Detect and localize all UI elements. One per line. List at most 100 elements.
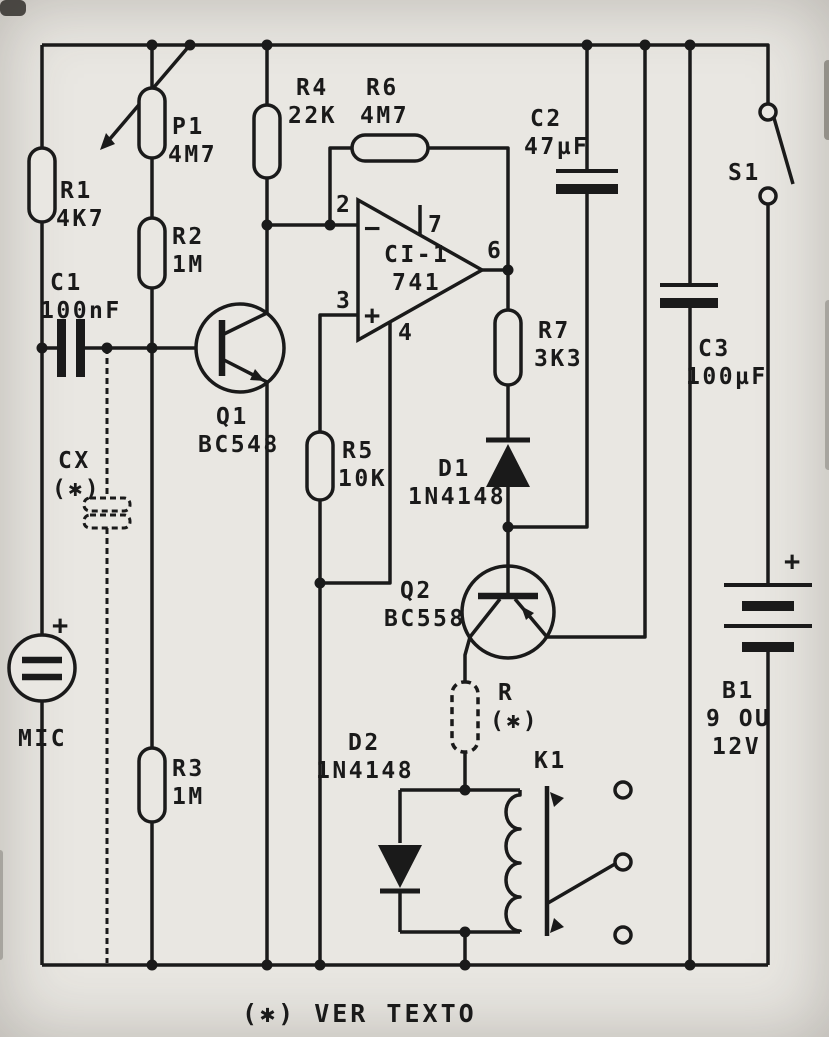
- pot-wiper-arrowhead: [100, 133, 115, 150]
- opamp-value: 741: [392, 270, 441, 296]
- r3-value: 1M: [172, 784, 205, 810]
- b1-voltage-line1: 9 OU: [706, 706, 771, 732]
- emitter-arrowhead: [521, 606, 534, 620]
- r7-ref: R7: [538, 318, 571, 344]
- junction-dot: [261, 39, 273, 51]
- c2-ref: C2: [530, 106, 563, 132]
- opamp-pin7: 7: [428, 212, 444, 238]
- junction-dot: [324, 219, 336, 231]
- wire-r4-collector: [223, 45, 269, 336]
- switch-lever: [772, 117, 795, 185]
- resistor-r5: R5 10K: [305, 430, 385, 502]
- capacitor-plate: [57, 319, 66, 377]
- rast-value: (✱): [490, 708, 539, 734]
- relay-armature: [547, 862, 616, 905]
- opamp-plus-sign: +: [364, 300, 380, 331]
- resistor-body: [305, 430, 335, 502]
- opamp-ci1: CI-1 741 2 3 6 7 4 − +: [336, 192, 501, 346]
- relay-arrow-bottom: [550, 918, 564, 933]
- pot-body: [137, 86, 167, 160]
- resistor-body: [493, 308, 523, 387]
- relay-contact-terminal: [613, 780, 633, 800]
- c1-ref: C1: [50, 270, 83, 296]
- switch-terminal: [758, 102, 778, 122]
- c2-value: 47µF: [524, 134, 589, 160]
- c1-value: 100nF: [40, 298, 122, 324]
- wire-pin4: [320, 322, 392, 585]
- r1-ref: R1: [60, 178, 93, 204]
- junction-dot: [184, 39, 196, 51]
- cx-dashed-plate: [82, 513, 132, 530]
- junction-dot: [459, 926, 471, 938]
- junction-dot: [261, 959, 273, 971]
- opamp-triangle: [356, 197, 486, 343]
- battery-b1: + B1 9 OU 12V: [706, 546, 812, 760]
- transistor-q2: Q2 BC558: [384, 564, 556, 660]
- resistor-dashed-body: [450, 680, 480, 754]
- mic-ref: MIC: [18, 726, 67, 752]
- microphone-mic: + MIC: [7, 610, 77, 752]
- transistor-q1: Q1 BC548: [194, 302, 286, 458]
- resistor-r1: R1 4K7: [27, 146, 105, 232]
- d1-ref: D1: [438, 456, 471, 482]
- footnote: (✱) VER TEXTO: [242, 999, 477, 1028]
- scan-artifact: [0, 0, 26, 16]
- wire-r6-leads: [328, 146, 510, 270]
- resistor-body: [350, 133, 430, 163]
- switch-s1: S1: [728, 102, 795, 206]
- q1-ref: Q1: [216, 404, 249, 430]
- potentiometer-p1: P1 4M7: [100, 86, 217, 168]
- wire-c2: [508, 45, 589, 529]
- b1-voltage-line2: 12V: [712, 734, 761, 760]
- s1-ref: S1: [728, 160, 761, 186]
- resistor-r4: R4 22K: [252, 75, 337, 180]
- resistor-body: [252, 103, 282, 180]
- p1-value: 4M7: [168, 142, 217, 168]
- c3-value: 100µF: [686, 364, 768, 390]
- junction-dot: [502, 521, 514, 533]
- scan-artifact: [824, 60, 829, 140]
- junction-dot: [146, 342, 158, 354]
- q2-ref: Q2: [400, 578, 433, 604]
- switch-terminal: [758, 186, 778, 206]
- junction-dot: [459, 959, 471, 971]
- circuit-wires: [40, 43, 770, 967]
- r6-value: 4M7: [360, 103, 409, 129]
- junction-dots: [36, 39, 696, 971]
- transistor-emitter: [513, 597, 549, 639]
- junction-dot: [459, 784, 471, 796]
- junction-dot: [639, 39, 651, 51]
- transistor-circle: [194, 302, 286, 394]
- opamp-pin4: 4: [398, 320, 414, 346]
- resistor-r2: R2 1M: [137, 216, 202, 290]
- diode-triangle: [378, 845, 422, 888]
- wire-top-rail: [42, 43, 770, 104]
- scan-artifact: [825, 300, 829, 470]
- relay-contact-terminal: [613, 852, 633, 872]
- b1-polarity: +: [784, 546, 800, 577]
- r1-value: 4K7: [56, 206, 105, 232]
- relay-arrow-top: [550, 792, 564, 807]
- c3-ref: C3: [698, 336, 731, 362]
- r5-ref: R5: [342, 438, 375, 464]
- p1-ref: P1: [172, 114, 205, 140]
- r6-ref: R6: [366, 75, 399, 101]
- relay-contact-terminal: [613, 925, 633, 945]
- junction-dot: [36, 342, 48, 354]
- transistor-collector: [468, 597, 502, 639]
- d1-value: 1N4148: [408, 484, 506, 510]
- resistor-r3: R3 1M: [137, 746, 205, 824]
- d2-ref: D2: [348, 730, 381, 756]
- diode-d1: D1 1N4148: [408, 437, 530, 510]
- relay-k1: K1: [504, 748, 633, 945]
- capacitor-cx: CX (✱): [52, 348, 132, 963]
- junction-dot: [314, 959, 326, 971]
- d2-value: 1N4148: [316, 758, 414, 784]
- cx-ref: CX: [58, 448, 91, 474]
- b1-ref: B1: [722, 678, 755, 704]
- r3-ref: R3: [172, 756, 205, 782]
- r4-value: 22K: [288, 103, 337, 129]
- r7-value: 3K3: [534, 346, 583, 372]
- mic-circle: [7, 633, 77, 703]
